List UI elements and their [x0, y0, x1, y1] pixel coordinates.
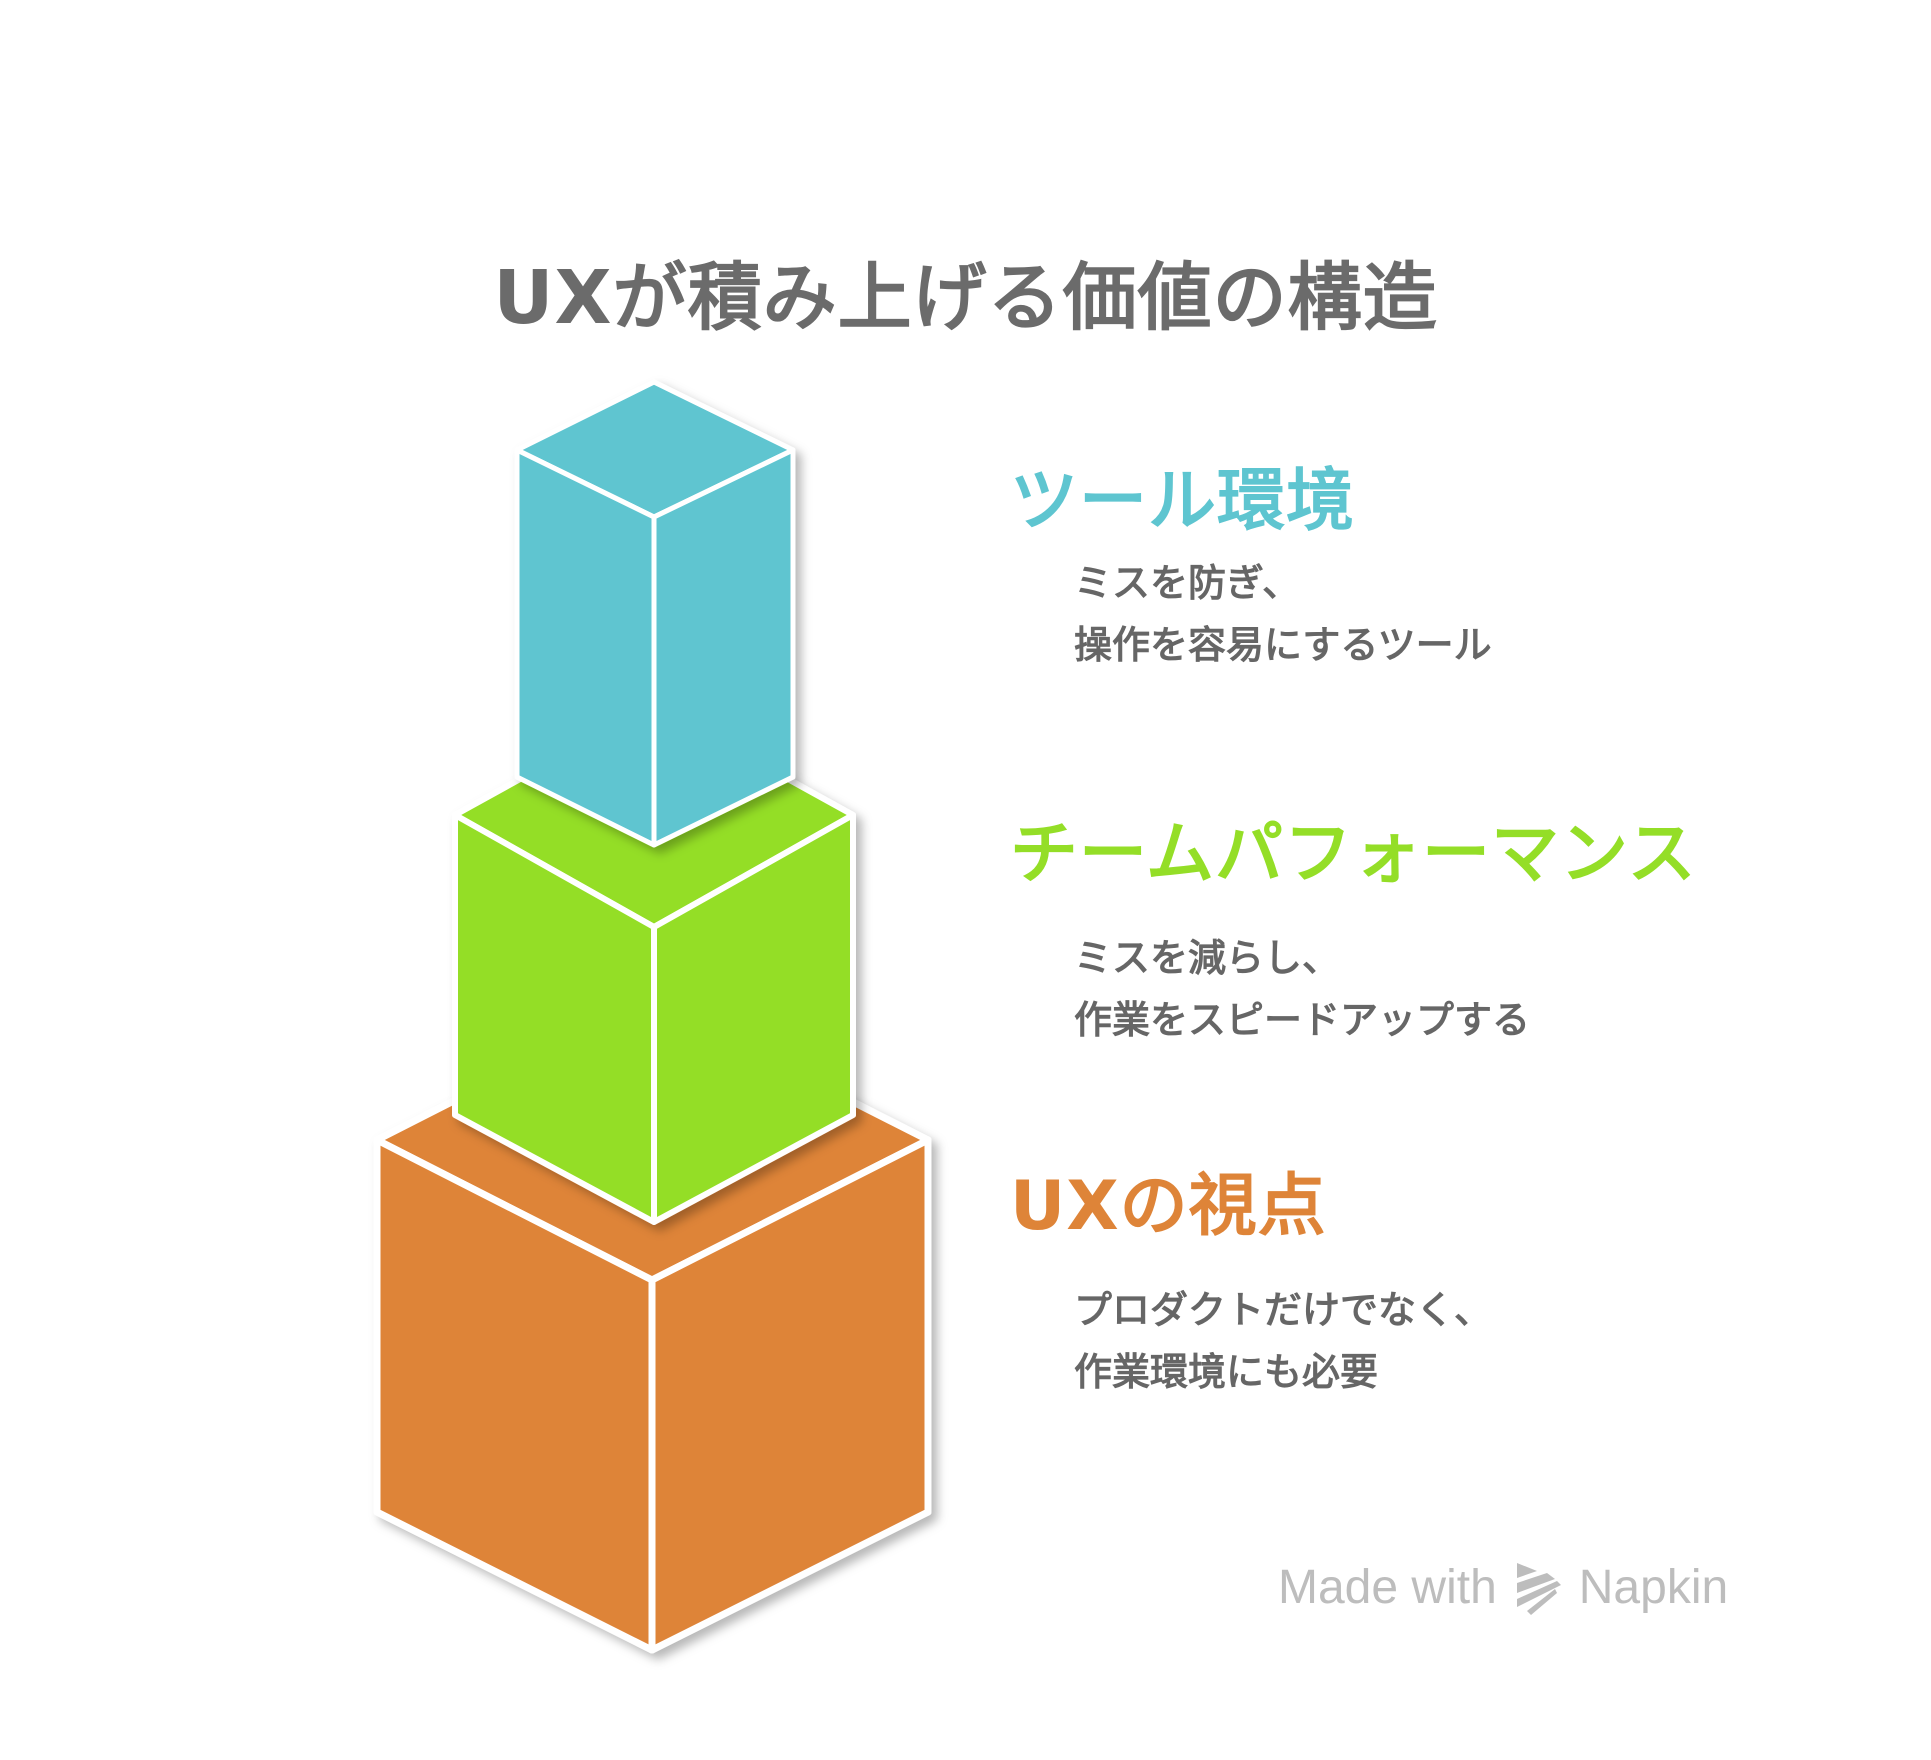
description-line: 操作を容易にするツール — [1074, 623, 1492, 667]
footer-brand: Napkin — [1578, 1561, 1729, 1614]
layer-heading: ツール環境 — [1010, 462, 1356, 541]
description-line: ミスを防ぎ、 — [1074, 561, 1301, 605]
description-line: プロダクトだけでなく、 — [1074, 1288, 1493, 1332]
layer-description: ミスを減らし、 作業をスピードアップする — [1074, 927, 1697, 1051]
diagram-title: UXが積み上げる価値の構造 — [493, 255, 1438, 341]
layer-heading: UXの視点 — [1010, 1167, 1327, 1246]
layer-description: プロダクトだけでなく、 作業環境にも必要 — [1074, 1279, 1492, 1403]
footer-prefix: Made with — [1278, 1561, 1497, 1614]
napkin-logo-icon — [1516, 1562, 1561, 1615]
description-line: 作業をスピードアップする — [1074, 998, 1531, 1042]
layer-heading: チームパフォーマンス — [1010, 815, 1697, 894]
description-line: ミスを減らし、 — [1074, 936, 1341, 980]
layer-label-team-performance: チームパフォーマンス ミスを減らし、 作業をスピードアップする — [1010, 798, 1697, 1051]
layer-description: ミスを防ぎ、 操作を容易にするツール — [1074, 552, 1492, 676]
made-with-napkin-watermark[interactable]: Made with Napkin — [1278, 1560, 1728, 1615]
cube-tool-environment — [514, 379, 796, 848]
layer-label-ux-perspective: UXの視点 プロダクトだけでなく、 作業環境にも必要 — [1010, 1150, 1492, 1403]
layer-label-tool-environment: ツール環境 ミスを防ぎ、 操作を容易にするツール — [1010, 445, 1492, 676]
description-line: 作業環境にも必要 — [1074, 1350, 1379, 1394]
